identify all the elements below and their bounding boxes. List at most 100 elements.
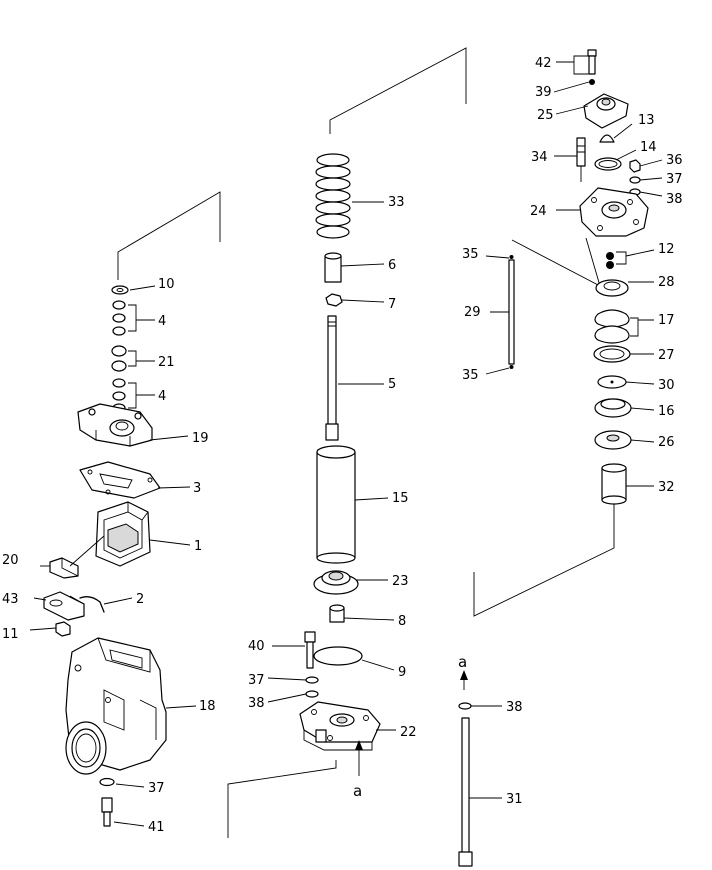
part-4-nuts-upper [112, 300, 126, 336]
part-37-washer-left [99, 777, 115, 787]
callout-38-rod: 38 [506, 700, 523, 715]
part-5-rod [325, 315, 339, 441]
part-43-bracket [43, 591, 85, 621]
callout-9: 9 [398, 665, 406, 680]
callout-2: 2 [136, 592, 144, 607]
callout-23: 23 [392, 574, 409, 589]
part-38-washer-center [305, 690, 319, 698]
callout-4-lower: 4 [158, 389, 166, 404]
callout-37-left: 37 [148, 781, 165, 796]
ref-label-a-center: a [353, 782, 362, 800]
part-29-rod [508, 255, 515, 369]
callout-11: 11 [2, 627, 19, 642]
part-37-washer-right [629, 176, 641, 184]
part-7-nut [325, 293, 343, 307]
part-40-bolt [304, 631, 316, 669]
callout-10: 10 [158, 277, 175, 292]
callout-43: 43 [2, 592, 19, 607]
callout-25: 25 [537, 108, 554, 123]
callout-31: 31 [506, 792, 523, 807]
callout-6: 6 [388, 258, 396, 273]
right-assembly [458, 49, 649, 867]
part-11-nut [55, 621, 71, 637]
callout-5: 5 [388, 377, 396, 392]
part-2-clip [79, 596, 105, 613]
part-39-washer [589, 79, 595, 85]
part-27-ring [593, 345, 631, 363]
callout-37-center: 37 [248, 673, 265, 688]
callout-32: 32 [658, 480, 675, 495]
callout-14: 14 [640, 140, 657, 155]
part-17-rings [594, 309, 630, 344]
callout-28: 28 [658, 275, 675, 290]
callout-33: 33 [388, 195, 405, 210]
callout-24: 24 [530, 204, 547, 219]
callout-22: 22 [400, 725, 417, 740]
callout-15: 15 [392, 491, 409, 506]
part-26-seat [594, 430, 632, 450]
part-13-cone [599, 134, 615, 143]
callout-38-right: 38 [666, 192, 683, 207]
part-32-sleeve [601, 463, 627, 505]
callout-13: 13 [638, 113, 655, 128]
part-8-bushing [329, 604, 345, 623]
part-19-cover [77, 403, 153, 447]
part-18-main-housing [65, 637, 167, 775]
callout-35-lower: 35 [462, 368, 479, 383]
part-28-seat [595, 279, 629, 297]
part-9-disk [313, 646, 363, 666]
callout-8: 8 [398, 614, 406, 629]
callout-16: 16 [658, 404, 675, 419]
leader-lines [29, 55, 663, 827]
part-36-nut [629, 159, 641, 173]
center-group-bracket-top [329, 47, 467, 134]
callout-4-upper: 4 [158, 314, 166, 329]
callout-40: 40 [248, 639, 265, 654]
part-42-bolt [587, 49, 597, 75]
ref-arrow-a-center [355, 740, 363, 750]
callout-19: 19 [192, 431, 209, 446]
callout-39: 39 [535, 85, 552, 100]
part-3-gasket [79, 461, 161, 499]
part-15-cylinder [316, 445, 356, 564]
callout-18: 18 [199, 699, 216, 714]
part-6-sleeve [324, 252, 342, 283]
callout-17: 17 [658, 313, 675, 328]
callout-12: 12 [658, 242, 675, 257]
ref-label-a-right: a [458, 653, 467, 671]
part-31-rod [458, 717, 473, 867]
part-24-body [579, 187, 649, 237]
part-20-clip [49, 535, 105, 579]
callout-20: 20 [2, 553, 19, 568]
part-10-washer [111, 285, 129, 295]
left-group-bracket [117, 191, 221, 280]
part-34-stud [576, 137, 586, 182]
part-22-cover [299, 701, 381, 751]
part-21-nuts [111, 345, 127, 372]
callout-41: 41 [148, 820, 165, 835]
callout-30: 30 [658, 378, 675, 393]
callout-35-upper: 35 [462, 247, 479, 262]
ref-arrow-a-right [460, 670, 468, 680]
part-23-seat [313, 570, 359, 595]
part-1-housing [95, 501, 151, 567]
center-assembly [227, 47, 467, 838]
part-12-nuts [606, 252, 614, 269]
part-37-washer-center [305, 676, 319, 684]
callout-3: 3 [193, 481, 201, 496]
part-16-ring [594, 398, 632, 418]
left-assembly [43, 191, 221, 827]
part-14-ring [594, 157, 622, 171]
callout-labels: 10 4 21 4 19 3 1 20 43 2 11 18 37 41 33 … [2, 56, 683, 835]
callout-37-right: 37 [666, 172, 683, 187]
part-38-washer-rod [458, 702, 472, 710]
part-33-spring [315, 153, 351, 239]
callout-27: 27 [658, 348, 675, 363]
callout-26: 26 [658, 435, 675, 450]
callout-7: 7 [388, 297, 396, 312]
part-41-bolt [101, 797, 113, 827]
callout-1: 1 [194, 539, 202, 554]
part-25-cap [583, 93, 629, 129]
